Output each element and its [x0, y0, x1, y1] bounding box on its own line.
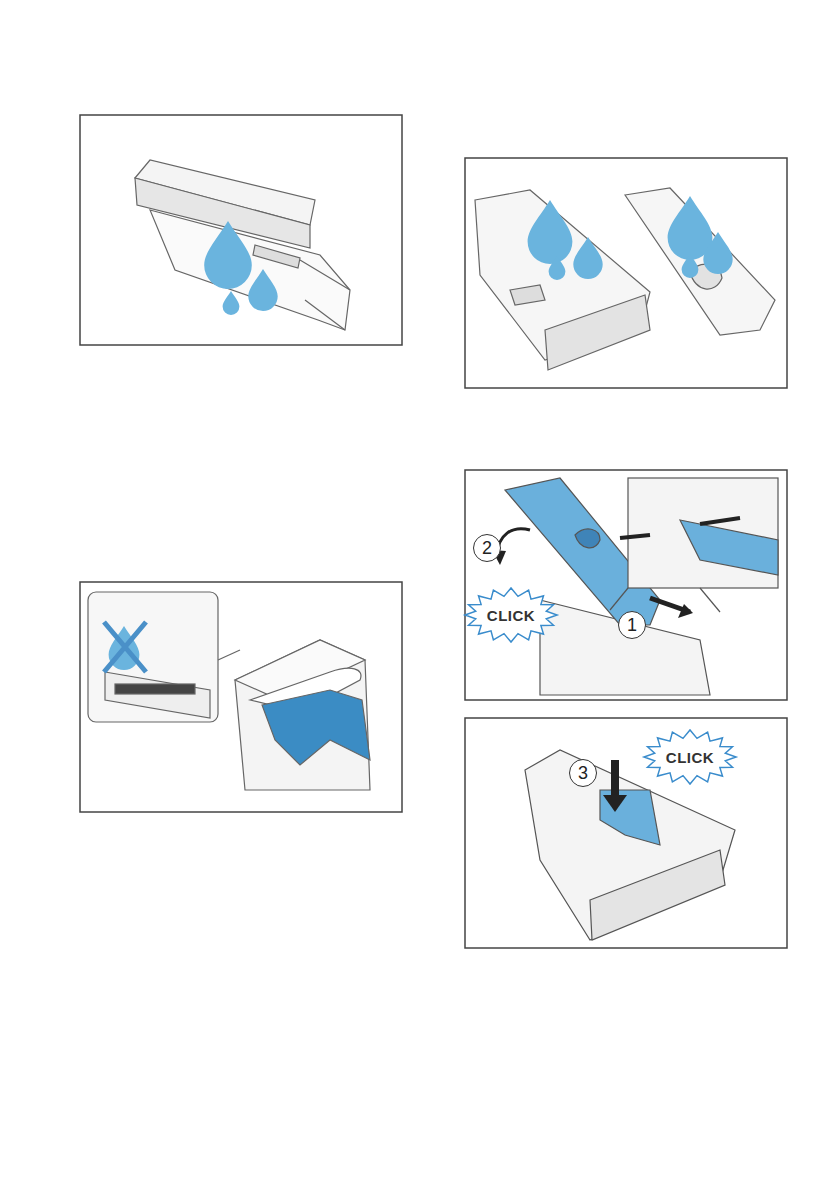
drying-cloth-scene	[88, 592, 370, 790]
callout-number: 3	[569, 759, 597, 787]
drawer-insert	[135, 160, 350, 330]
click-label: CLICK	[487, 607, 535, 624]
prohibit-mark	[104, 622, 146, 672]
callout-number: 2	[473, 534, 501, 562]
click-label: CLICK	[666, 749, 714, 766]
detergent-drawer	[475, 188, 775, 370]
callout-number: 1	[618, 611, 646, 639]
click-burst	[644, 730, 736, 784]
insert-fitting	[505, 478, 778, 695]
click-burst	[465, 588, 557, 642]
